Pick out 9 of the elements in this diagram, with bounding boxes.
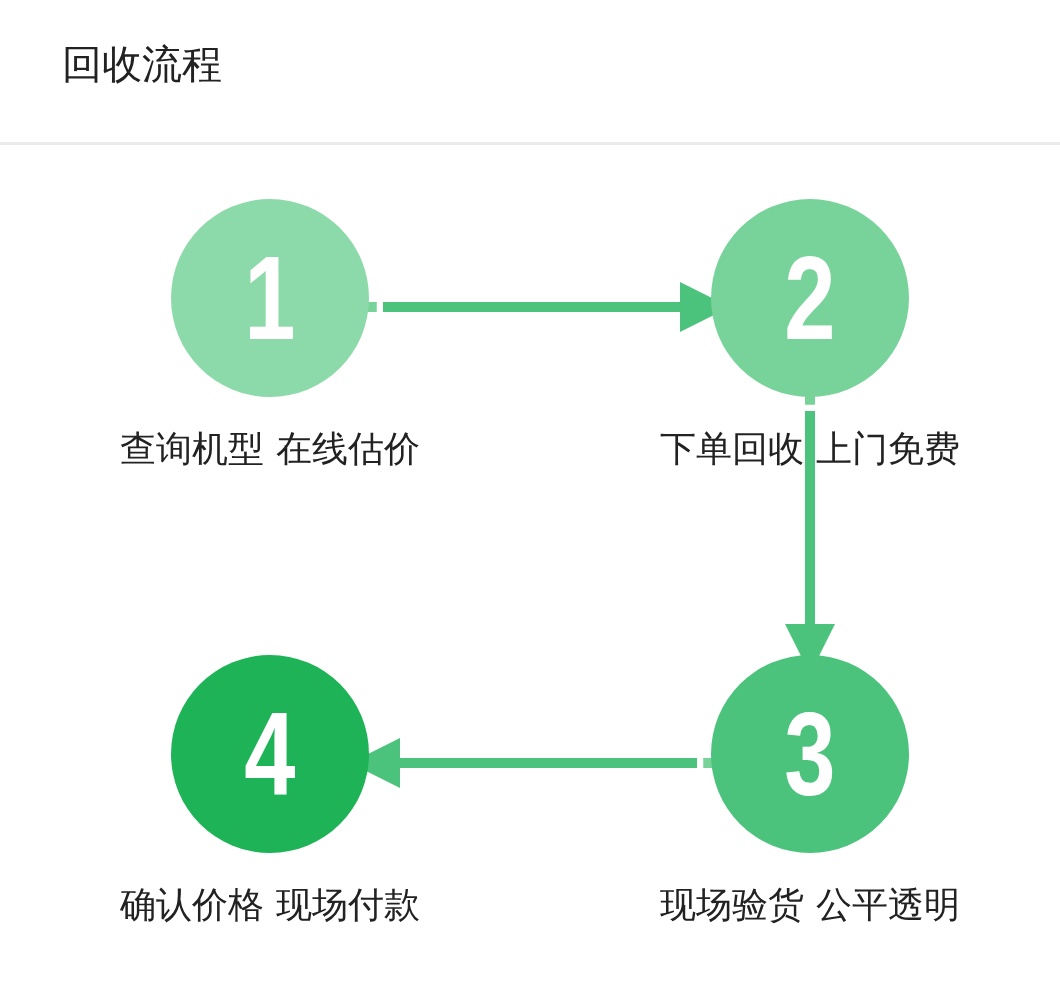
step-caption: 下单回收 上门免费 bbox=[660, 427, 960, 471]
step-number: 2 bbox=[784, 239, 836, 357]
step-caption: 查询机型 在线估价 bbox=[120, 427, 420, 471]
step-number: 1 bbox=[244, 239, 296, 357]
step-number: 3 bbox=[784, 695, 836, 813]
step-number: 4 bbox=[244, 695, 296, 813]
step-caption: 确认价格 现场付款 bbox=[120, 883, 420, 927]
step-caption: 现场验货 公平透明 bbox=[660, 883, 960, 927]
title: 回收流程 bbox=[62, 40, 222, 88]
